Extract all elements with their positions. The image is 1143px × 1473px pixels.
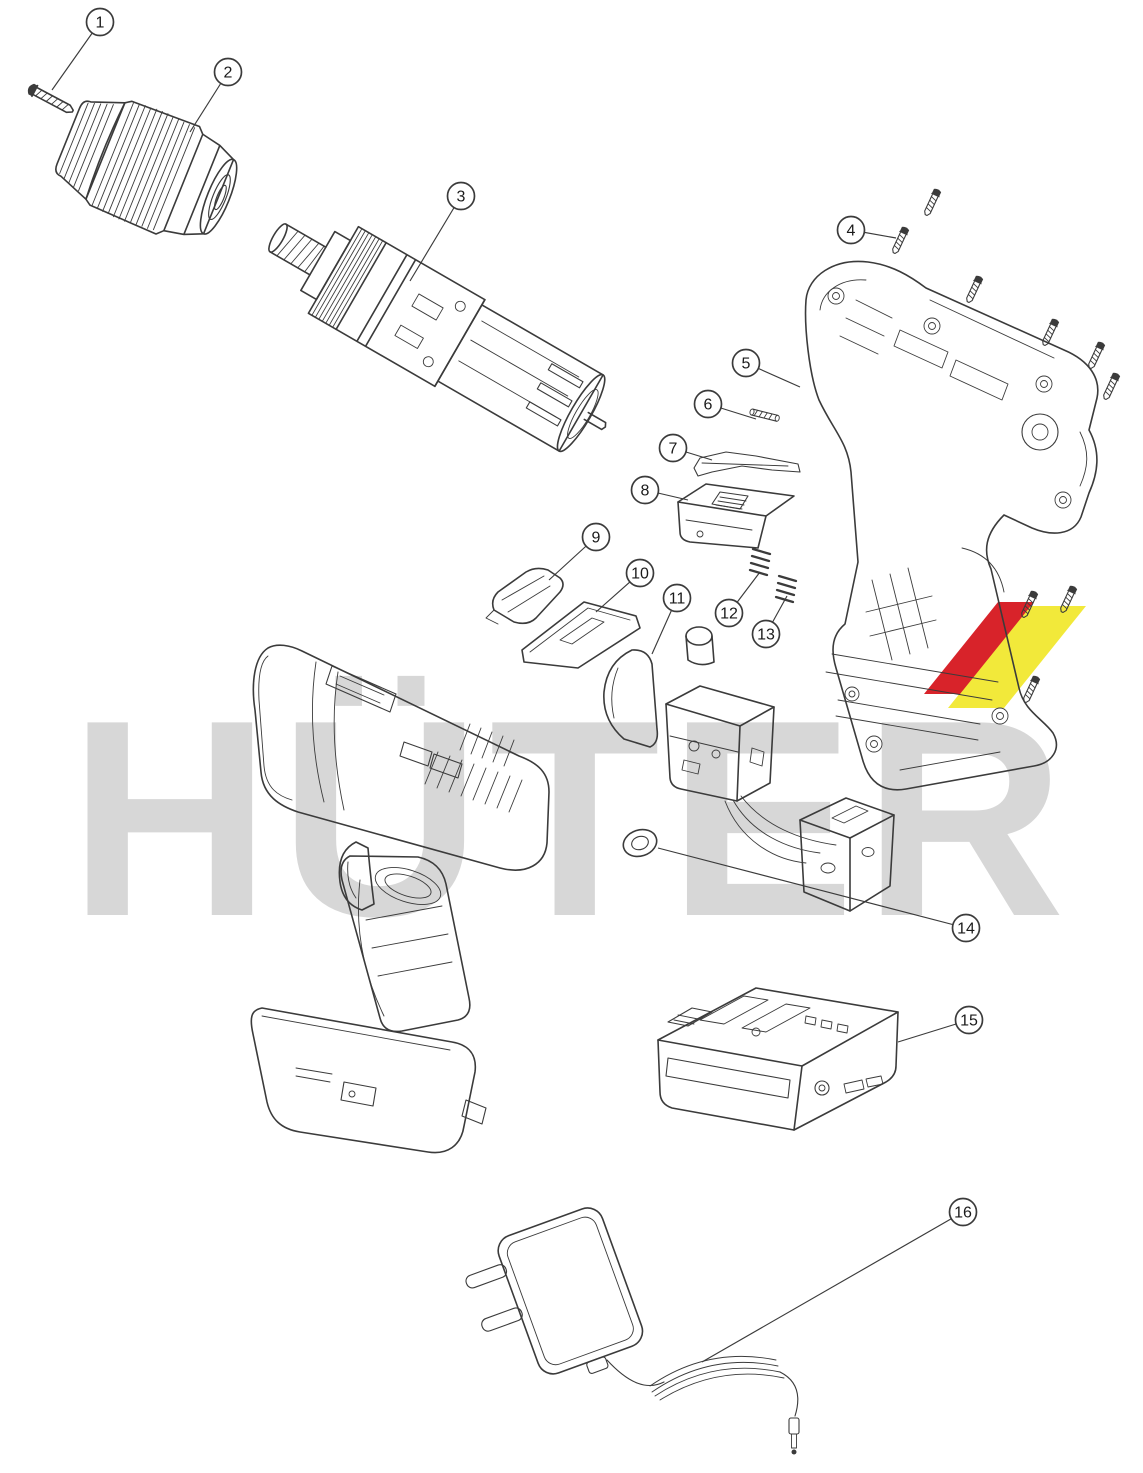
- callout-1: [85, 7, 115, 37]
- callout-number-8: 8: [641, 483, 650, 500]
- brand-logo-yellow-stripe: [948, 606, 1086, 708]
- part-3-gearbox-motor: [268, 223, 607, 453]
- part-16-charger: [465, 1207, 800, 1455]
- leader-line-14: [657, 847, 967, 929]
- callout-14: [951, 913, 981, 943]
- leader-line-16: [701, 1211, 964, 1363]
- callout-number-13: 13: [757, 627, 775, 644]
- callout-15: [954, 1005, 984, 1035]
- drill-body: [250, 644, 550, 1154]
- part-6-pin: [749, 408, 780, 422]
- callout-number-15: 15: [960, 1013, 978, 1030]
- part-5-housing-half: [804, 260, 1099, 791]
- callout-number-7: 7: [669, 441, 678, 458]
- callout-number-9: 9: [592, 530, 601, 547]
- callout-number-2: 2: [224, 65, 233, 82]
- part-7-clip: [693, 451, 801, 477]
- watermark-text: HÜTER: [69, 663, 1073, 975]
- callout-10: [625, 558, 655, 588]
- callout-5: [731, 348, 761, 378]
- callout-16: [948, 1197, 978, 1227]
- callout-number-6: 6: [704, 397, 713, 414]
- callout-number-16: 16: [954, 1205, 972, 1222]
- brand-logo-red-stripe: [924, 602, 1034, 694]
- callout-number-14: 14: [957, 921, 975, 938]
- part-8-gear-selector: [677, 483, 795, 549]
- callout-13: [751, 619, 781, 649]
- callout-8: [630, 475, 660, 505]
- part-11-trigger-switch: [603, 626, 837, 864]
- callout-number-3: 3: [457, 189, 466, 206]
- part-12-spring: [748, 547, 772, 577]
- callout-3: [446, 181, 476, 211]
- callout-12: [714, 598, 744, 628]
- part-13-spring: [774, 574, 798, 604]
- callout-number-12: 12: [720, 606, 738, 623]
- motor-mount-bracket: [799, 797, 895, 912]
- callout-2: [213, 57, 243, 87]
- part-9-cover-piece: [485, 567, 564, 625]
- callout-7: [658, 433, 688, 463]
- leader-line-3: [409, 195, 462, 282]
- part-15-battery: [657, 987, 899, 1131]
- part-14-bearing-ring: [622, 828, 658, 858]
- part-2-chuck: [55, 100, 238, 236]
- watermark: HÜTER: [69, 602, 1086, 975]
- callout-number-10: 10: [631, 566, 649, 583]
- part-10-plate: [521, 601, 641, 669]
- part-1-screw: [27, 83, 75, 114]
- callout-number-1: 1: [96, 15, 105, 32]
- callout-9: [581, 522, 611, 552]
- callout-11: [662, 583, 692, 613]
- callout-number-4: 4: [847, 223, 856, 240]
- callout-number-11: 11: [669, 591, 686, 608]
- callout-4: [836, 215, 866, 245]
- callout-number-5: 5: [742, 356, 751, 373]
- callout-6: [693, 389, 723, 419]
